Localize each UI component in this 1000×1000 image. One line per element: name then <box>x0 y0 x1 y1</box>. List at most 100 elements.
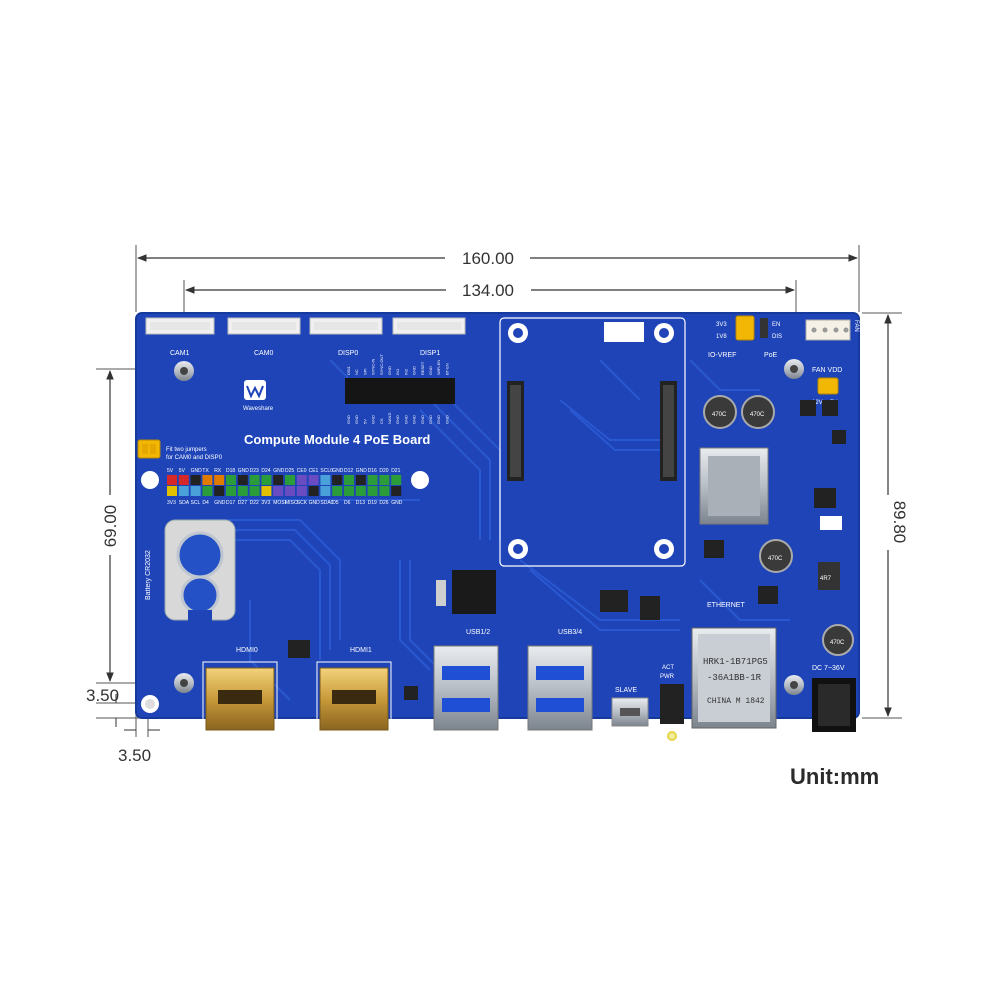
usb-port-3-4: USB3/4 <box>527 629 593 731</box>
label-ethernet: ETHERNET <box>707 602 745 609</box>
unit-label: Unit:mm <box>790 764 880 789</box>
label-disp1: DISP1 <box>420 350 440 357</box>
jumper-note-2: for CAM0 and DISP0 <box>166 455 223 461</box>
label-pwr: PWR <box>660 674 675 680</box>
hdmi1-port: HDMI1 <box>316 647 392 731</box>
header-label-bottom: GND <box>436 415 441 424</box>
gpio-pin <box>391 475 402 485</box>
gpio-label-bottom: MOSI <box>273 500 286 506</box>
gpio-pin <box>214 475 225 485</box>
gpio-label-top: D12 <box>344 468 353 474</box>
gpio-label-bottom: D26 <box>379 500 388 506</box>
header-label-top: NC <box>354 369 359 375</box>
label-dis: DIS <box>772 334 782 340</box>
gpio-pin <box>320 486 331 496</box>
label-dc-in: DC 7~36V <box>812 665 845 672</box>
gpio-label-top: GND <box>238 468 250 474</box>
gpio-pin <box>379 475 390 485</box>
gpio-label-top: CE0 <box>297 468 307 474</box>
label-fan-vdd: FAN VDD <box>812 367 842 374</box>
gpio-label-bottom: GND <box>214 500 226 506</box>
gpio-label-top: D16 <box>368 468 377 474</box>
gpio-label-top: CE1 <box>309 468 319 474</box>
gpio-pin <box>296 486 307 496</box>
gpio-pin <box>178 486 189 496</box>
gpio-pin <box>167 486 177 496</box>
dim-offset-y: 3.50 <box>86 686 119 705</box>
header-label-bottom: GND <box>412 415 417 424</box>
dim-69: 69.00 <box>101 505 120 548</box>
header-label-top: IN2 <box>403 368 408 375</box>
gpio-label-top: D23 <box>250 468 259 474</box>
gpio-pin <box>273 486 284 496</box>
gpio-pin <box>355 486 366 496</box>
cm4-socket-area <box>499 317 686 567</box>
header-label-bottom: GND <box>346 415 351 424</box>
power-section: 470C 470C 470C 4R7 470C <box>699 395 854 656</box>
ffc-connector-cam0: CAM0 <box>227 317 301 357</box>
gpio-pin <box>320 475 331 485</box>
header-label-bottom: 5V <box>362 419 367 424</box>
gpio-label-bottom: SDA <box>179 500 190 506</box>
cap-4: 470C <box>830 640 845 646</box>
gpio-label-top: GND <box>273 468 285 474</box>
label-12v: 12V <box>812 400 823 406</box>
gpio-label-bottom: 3V3 <box>261 500 270 506</box>
ffc-connector-disp1: DISP1 <box>392 317 466 357</box>
header-label-top: GND <box>387 366 392 375</box>
gpio-pin <box>285 475 295 485</box>
gpio-label-bottom: D27 <box>238 500 247 506</box>
gpio-pin <box>237 475 248 485</box>
rj45-line-3: CHINA M 1842 <box>707 697 765 706</box>
dim-160: 160.00 <box>462 249 514 268</box>
usb-hub-chip <box>436 570 660 620</box>
gpio-pin <box>273 475 284 485</box>
cap-2: 470C <box>750 412 765 418</box>
gpio-pin <box>249 486 260 496</box>
gpio-label-top: D24 <box>261 468 270 474</box>
header-label-top: SYNC-OUT <box>379 354 384 375</box>
gpio-label-bottom: SCL <box>191 500 201 506</box>
label-3v3: 3V3 <box>716 322 727 328</box>
ethernet-port: ETHERNET HRK1-1B71PG5 -36A1BB-1R CHINA M… <box>691 602 777 729</box>
jumper-poe: EN DIS PoE <box>760 318 782 359</box>
label-cam1: CAM1 <box>170 350 190 357</box>
status-leds: ACT PWR <box>660 665 684 741</box>
micro-usb-slave: SLAVE <box>611 687 649 727</box>
dimension-width-overall: 160.00 <box>135 245 860 312</box>
header-label-top: GND <box>412 366 417 375</box>
header-label-top: GND <box>428 366 433 375</box>
header-label-bottom: GND <box>403 415 408 424</box>
gpio-pin <box>285 486 295 496</box>
header-label-top: SYNC-IN <box>371 358 376 375</box>
gpio-pin <box>332 475 343 485</box>
gpio-label-bottom: D5 <box>332 500 339 506</box>
gpio-label-top: TX <box>202 468 209 474</box>
gpio-label-bottom: D17 <box>226 500 235 506</box>
gpio-label-top: D21 <box>391 468 400 474</box>
gpio-label-top: SCL0 <box>320 468 333 474</box>
dimension-height-holes: 69.00 <box>96 368 182 684</box>
gpio-pin <box>355 475 366 485</box>
gpio-label-bottom: D22 <box>250 500 259 506</box>
gpio-label-top: RX <box>214 468 222 474</box>
gpio-pin <box>367 486 378 496</box>
board-title: Compute Module 4 PoE Board <box>244 432 430 447</box>
header-label-bottom: GND <box>354 415 359 424</box>
header-label-top: IN1 <box>395 368 400 375</box>
label-disp0: DISP0 <box>338 350 358 357</box>
gpio-label-top: GND <box>191 468 203 474</box>
gpio-pin <box>296 475 307 485</box>
ffc-connector-disp0: DISP0 <box>309 317 383 357</box>
gpio-label-bottom: D6 <box>344 500 351 506</box>
rj45-line-2: -36A1BB-1R <box>707 673 762 683</box>
header-label-bottom: CS <box>379 418 384 424</box>
usb-port-1-2: USB1/2 <box>433 629 499 731</box>
fan-connector: FAN FAN VDD 12V 5V <box>805 319 859 406</box>
header-label-bottom: GND <box>371 415 376 424</box>
label-battery: Battery CR2032 <box>145 550 152 600</box>
gpio-pin <box>391 486 402 496</box>
header-label-bottom: GND <box>395 415 400 424</box>
